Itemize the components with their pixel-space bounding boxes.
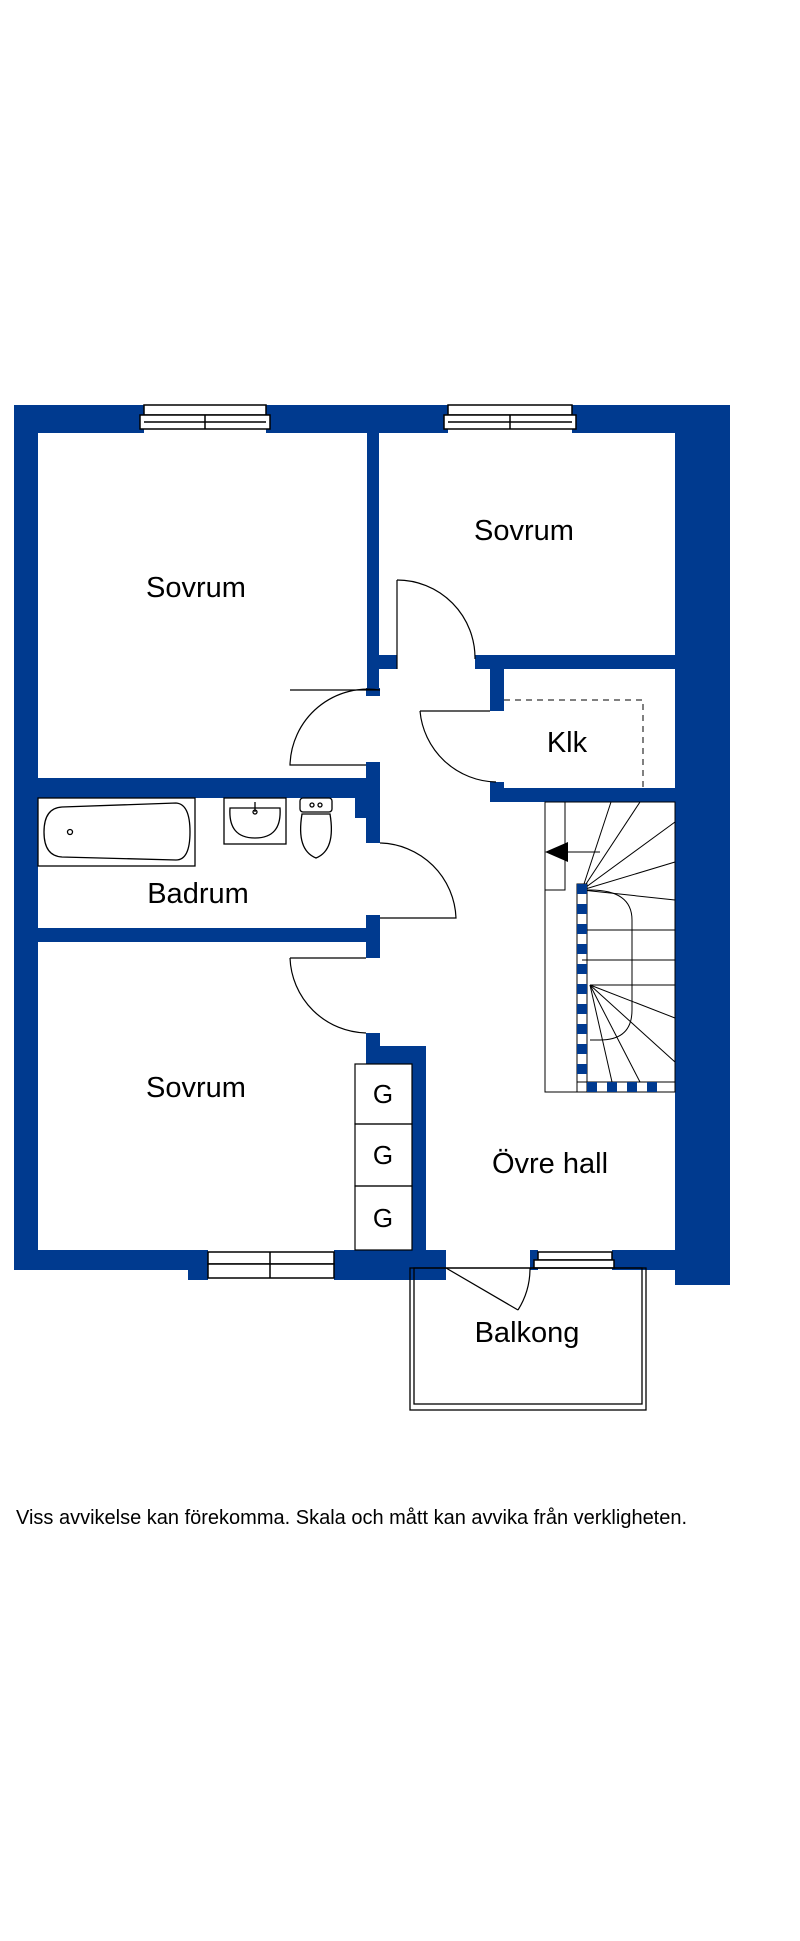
balcony <box>409 1267 647 1411</box>
wardrobe-labels: G G G <box>373 1079 393 1233</box>
stair-checker <box>577 884 657 1092</box>
room-label-bedroom-bottom-left: Sovrum <box>146 1072 246 1104</box>
closet-shelf <box>504 699 644 788</box>
window-top-right <box>443 404 577 430</box>
door-bathroom <box>379 842 457 919</box>
door-balcony <box>445 1267 531 1311</box>
room-labels: Sovrum Sovrum Klk Badrum Sovrum Övre hal… <box>146 515 608 1349</box>
windows <box>139 404 615 1279</box>
window-bottom-left <box>207 1251 335 1279</box>
walls <box>14 405 730 1285</box>
door-bedroom-top-left <box>289 688 381 766</box>
wardrobe-label: G <box>373 1203 393 1233</box>
door-closet <box>419 710 497 783</box>
room-label-bathroom: Badrum <box>147 878 249 910</box>
room-label-closet: Klk <box>547 727 588 759</box>
floor-plan: Sovrum Sovrum Klk Badrum Sovrum Övre hal… <box>14 404 730 1411</box>
toilet-icon <box>299 797 333 859</box>
room-label-balcony: Balkong <box>475 1317 580 1349</box>
room-label-upper-hall: Övre hall <box>492 1148 608 1180</box>
window-top-left <box>139 404 271 430</box>
wardrobe-label: G <box>373 1079 393 1109</box>
window-bottom-hall <box>533 1251 615 1269</box>
doors <box>289 579 531 1311</box>
wardrobe-label: G <box>373 1140 393 1170</box>
wardrobes <box>354 1063 413 1251</box>
disclaimer-text: Viss avvikelse kan förekomma. Skala och … <box>16 1507 688 1529</box>
sink-icon <box>223 797 287 845</box>
door-bedroom-top-right <box>396 579 476 669</box>
room-label-bedroom-top-left: Sovrum <box>146 572 246 604</box>
door-bedroom-bottom-left <box>289 957 367 1034</box>
stair-direction-arrow-icon <box>545 842 600 862</box>
room-label-bedroom-top-right: Sovrum <box>474 515 574 547</box>
staircase <box>544 801 676 1093</box>
bathtub-icon <box>37 797 196 867</box>
